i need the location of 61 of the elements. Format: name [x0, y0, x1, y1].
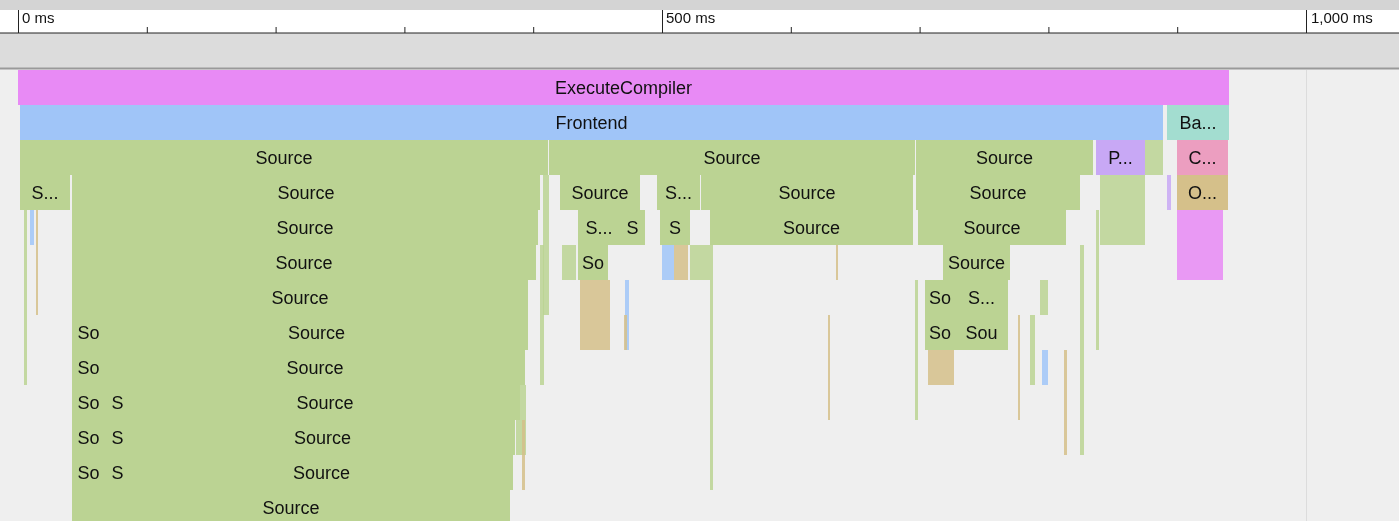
bar-label: Ba... [1179, 113, 1217, 132]
bar-label: Source [255, 148, 313, 167]
bar-label: Source [975, 148, 1033, 167]
bar-label: ExecuteCompiler [554, 78, 693, 97]
flame-bar [72, 490, 510, 521]
bar-label: Source [262, 498, 320, 517]
bar-label: So [929, 323, 951, 342]
bar-label: S [111, 393, 124, 412]
bar-label: So [77, 428, 100, 447]
flame-bar [710, 210, 913, 245]
time-tick-label: 0 ms [22, 10, 55, 25]
bar-label: S [111, 428, 124, 447]
flame-bar [549, 140, 915, 175]
bar-label: So [77, 463, 100, 482]
bar-label: S... [585, 218, 613, 237]
flame-bar [1177, 140, 1228, 175]
bar-label: Source [782, 218, 840, 237]
flame-bar [18, 70, 1229, 105]
flame-bar [660, 210, 690, 245]
bar-label: Source [703, 148, 761, 167]
bar-label: So [929, 288, 951, 307]
bar-label: Frontend [555, 113, 628, 132]
bar-label: S... [968, 288, 995, 307]
flame-bar [918, 210, 1066, 245]
time-tick-label: 500 ms [666, 10, 716, 25]
bar-label: Source [969, 183, 1027, 202]
bar-label: Source [947, 253, 1005, 272]
bar-label: S [111, 463, 124, 482]
bar-label: Source [276, 218, 334, 237]
bar-label: So [582, 253, 604, 272]
bar-label: Source [292, 463, 350, 482]
bar-label: O... [1188, 183, 1217, 202]
bar-label: Source [271, 288, 329, 307]
bar-label: Source [296, 393, 354, 412]
flame-bar [20, 175, 70, 210]
bar-label: So [77, 323, 100, 342]
bar-label: S [669, 218, 681, 237]
bar-label: S [626, 218, 639, 237]
flame-bar [916, 140, 1093, 175]
bar-label: Source [963, 218, 1021, 237]
bar-label: Source [277, 183, 335, 202]
bar-label: Source [778, 183, 836, 202]
bar-label: Source [275, 253, 333, 272]
bar-label: Source [571, 183, 629, 202]
time-tick-label: 1,000 ms [1311, 10, 1373, 25]
flame-bar [1096, 140, 1145, 175]
bar-label: Source [293, 428, 351, 447]
bar-label: Sou [965, 323, 998, 342]
flame-bar [1177, 175, 1228, 210]
bar-label: P... [1108, 148, 1133, 167]
bar-label: So [77, 393, 100, 412]
bar-label: Source [286, 358, 344, 377]
flame-bar [20, 105, 1163, 140]
bar-label: Source [287, 323, 345, 342]
bar-label: S... [31, 183, 59, 202]
bar-label: C... [1188, 148, 1217, 167]
bar-label: S... [665, 183, 692, 202]
flame-bar [20, 140, 548, 175]
flame-bar [1167, 105, 1229, 140]
flame-bar [578, 245, 608, 280]
bar-label: So [77, 358, 100, 377]
